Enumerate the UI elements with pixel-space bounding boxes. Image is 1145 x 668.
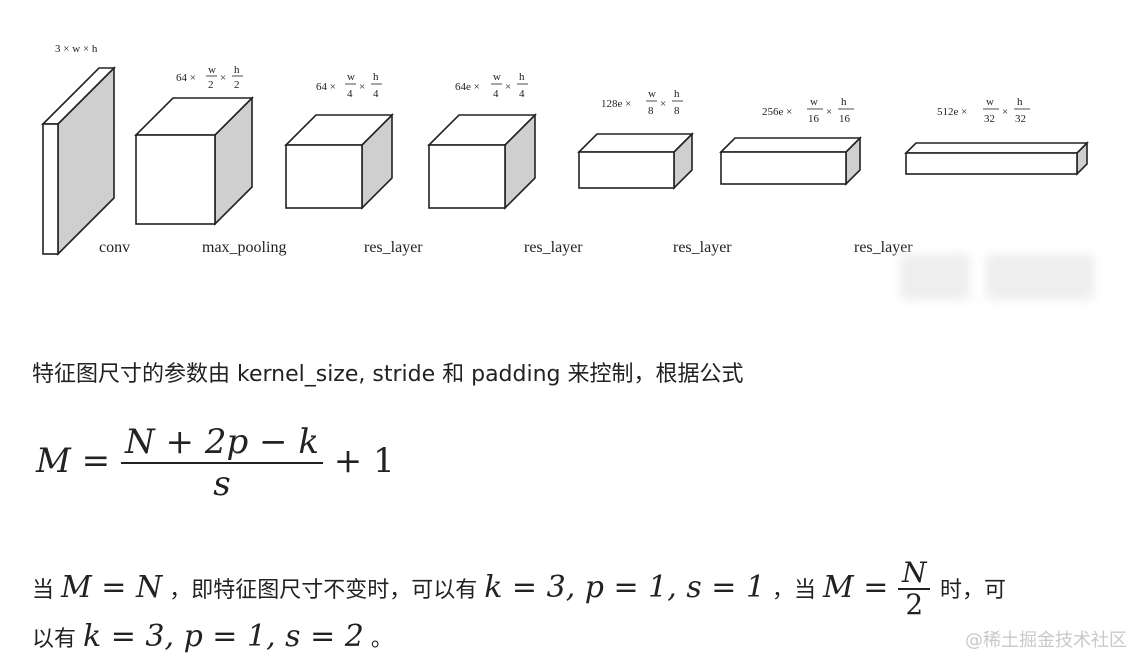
math-m-eq-n-half: M = N 2: [823, 558, 940, 620]
layer-label-res-layer-1: res_layer: [364, 239, 423, 256]
svg-text:16: 16: [839, 113, 851, 125]
svg-text:×: ×: [1002, 106, 1008, 118]
svg-text:w: w: [986, 96, 994, 108]
svg-text:4: 4: [373, 88, 379, 100]
svg-text:256e ×: 256e ×: [762, 106, 792, 118]
conv-dim-label: 3 × w × h: [55, 43, 98, 55]
svg-text:2: 2: [208, 79, 214, 91]
math-k3-p1-s1: k = 3, p = 1, s = 1: [484, 570, 766, 605]
res-layer-3-block: [577, 132, 694, 190]
svg-text:w: w: [208, 64, 216, 76]
maxpool-dim-label: 64 × w 2 × h 2: [176, 64, 243, 91]
svg-text:64 ×: 64 ×: [176, 72, 196, 84]
svg-text:512e ×: 512e ×: [937, 106, 967, 118]
formula-tail: + 1: [333, 441, 395, 481]
svg-text:64e ×: 64e ×: [455, 81, 480, 93]
blurred-region-1: [900, 254, 970, 300]
layer-label-max-pooling: max_pooling: [202, 239, 286, 256]
svg-text:32: 32: [1015, 113, 1026, 125]
svg-text:×: ×: [826, 106, 832, 118]
svg-text:w: w: [648, 88, 656, 100]
svg-text:h: h: [373, 71, 379, 83]
paragraph-intro: 特征图尺寸的参数由 kernel_size, stride 和 padding …: [32, 362, 744, 387]
svg-text:h: h: [234, 64, 240, 76]
svg-text:w: w: [347, 71, 355, 83]
svg-text:4: 4: [519, 88, 525, 100]
res-layer-3-dim-label: 128e × w 8 × h 8: [601, 88, 683, 117]
res-layer-1-dim-label: 64 × w 4 × h 4: [316, 71, 382, 100]
formula-denominator: s: [213, 464, 231, 504]
res-layer-5-block: [904, 141, 1089, 176]
formula-lhs: M: [36, 441, 71, 481]
res-layer-4-block: [719, 136, 862, 186]
svg-text:×: ×: [505, 81, 511, 93]
svg-text:h: h: [674, 88, 680, 100]
svg-text:h: h: [841, 96, 847, 108]
svg-text:4: 4: [493, 88, 499, 100]
res-layer-2-dim-label: 64e × w 4 × h 4: [455, 71, 528, 100]
svg-text:h: h: [519, 71, 525, 83]
res-layer-2-block: [427, 113, 537, 210]
svg-text:×: ×: [660, 98, 666, 110]
svg-text:2: 2: [234, 79, 240, 91]
paragraph-condition-1: 当 M = N ，即特征图尺寸不变时，可以有 k = 3, p = 1, s =…: [32, 556, 1007, 621]
svg-text:32: 32: [984, 113, 995, 125]
layer-label-res-layer-3: res_layer: [673, 239, 732, 256]
svg-text:16: 16: [808, 113, 820, 125]
svg-text:w: w: [810, 96, 818, 108]
layer-label-res-layer-4: res_layer: [854, 239, 913, 256]
math-m-eq-n: M = N: [61, 570, 163, 605]
paragraph-condition-2: 以有 k = 3, p = 1, s = 2 。: [32, 619, 393, 654]
output-size-formula: M = N + 2p − k s + 1: [36, 422, 395, 504]
svg-text:4: 4: [347, 88, 353, 100]
svg-text:8: 8: [648, 105, 654, 117]
svg-text:h: h: [1017, 96, 1023, 108]
math-k3-p1-s2: k = 3, p = 1, s = 2: [83, 619, 364, 654]
layer-label-res-layer-2: res_layer: [524, 239, 583, 256]
formula-numerator: N + 2p − k: [124, 422, 319, 462]
layer-label-conv: conv: [99, 239, 130, 256]
res-layer-1-block: [284, 113, 394, 210]
res-layer-4-dim-label: 256e × w 16 × h 16: [762, 96, 854, 125]
svg-text:64 ×: 64 ×: [316, 81, 336, 93]
blurred-region-2: [986, 254, 1094, 300]
conv-block: [41, 66, 116, 256]
formula-equals: =: [81, 441, 111, 481]
cnn-architecture-diagram: 3 × w × h 64 × w 2 × h 2 64 × w 4 × h 4: [41, 43, 1089, 256]
svg-text:w: w: [493, 71, 501, 83]
svg-text:×: ×: [220, 72, 226, 84]
maxpool-block: [134, 96, 254, 226]
svg-text:×: ×: [359, 81, 365, 93]
watermark: @稀土掘金技术社区: [965, 630, 1127, 651]
svg-text:8: 8: [674, 105, 680, 117]
formula-fraction: N + 2p − k s: [120, 422, 323, 504]
svg-text:128e ×: 128e ×: [601, 98, 631, 110]
res-layer-5-dim-label: 512e × w 32 × h 32: [937, 96, 1030, 125]
